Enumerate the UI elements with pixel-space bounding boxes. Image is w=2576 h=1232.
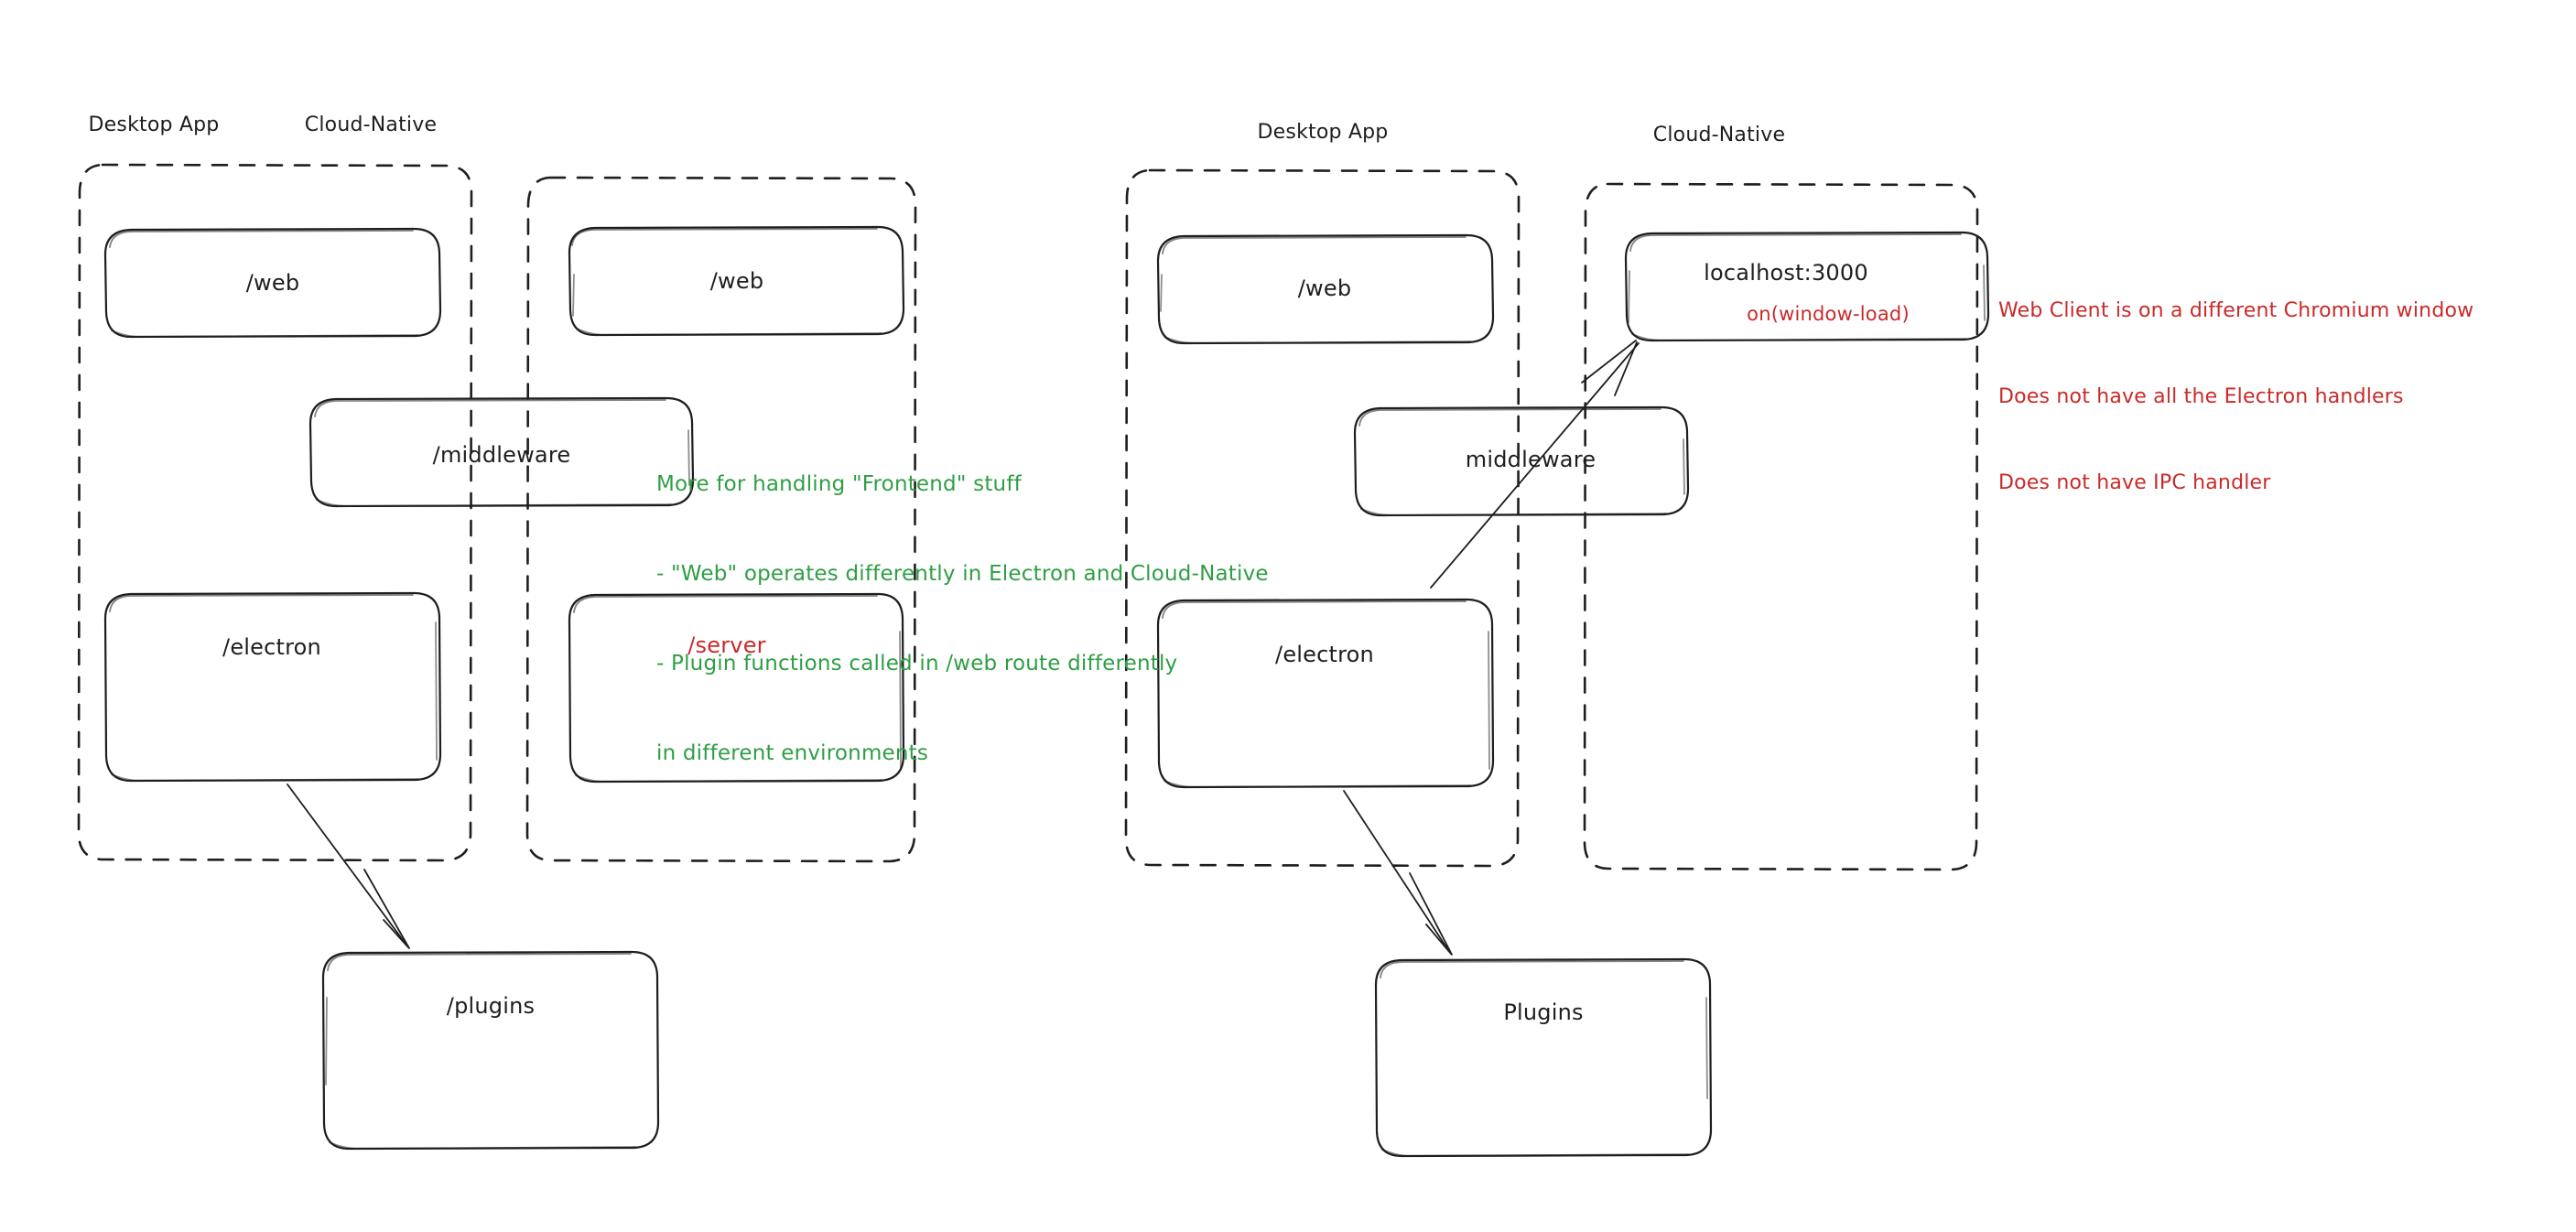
box-right-middleware xyxy=(1353,405,1690,517)
annotation-red-line-2: Does not have all the Electron handlers xyxy=(1998,385,2404,409)
box-label-left-desktop-web: /web xyxy=(245,270,300,296)
box-left-middleware xyxy=(308,396,695,508)
box-right-electron xyxy=(1156,598,1495,789)
box-sublabel-right-localhost-onwindowload: on(window-load) xyxy=(1747,303,1910,325)
group-title-right-desktop-app: Desktop App xyxy=(1257,121,1389,144)
box-label-right-plugins: Plugins xyxy=(1503,1000,1584,1025)
box-left-electron xyxy=(103,591,442,783)
annotation-green-line-3: - Plugin functions called in /web route … xyxy=(656,652,1178,676)
box-label-right-desktop-web: /web xyxy=(1297,276,1352,301)
box-left-cloud-web xyxy=(568,225,905,337)
group-title-right-cloud-native: Cloud-Native xyxy=(1652,124,1786,146)
box-left-plugins xyxy=(321,950,660,1151)
annotation-red-line-1: Web Client is on a different Chromium wi… xyxy=(1998,299,2474,323)
annotation-green-line-2: - "Web" operates differently in Electron… xyxy=(656,562,1269,587)
box-label-left-electron: /electron xyxy=(222,634,321,660)
box-right-desktop-web xyxy=(1156,233,1495,345)
box-label-right-localhost: localhost:3000 xyxy=(1704,260,1868,286)
arrow-left-electron-to-plugins xyxy=(287,784,410,949)
arrow-right-electron-to-plugins xyxy=(1343,790,1453,956)
box-label-left-plugins: /plugins xyxy=(446,993,536,1019)
box-label-right-electron: /electron xyxy=(1275,642,1374,667)
group-left-desktop-app xyxy=(77,163,473,862)
box-label-left-cloud-web: /web xyxy=(709,268,764,294)
arrow-right-electron-to-localhost xyxy=(1430,340,1640,589)
group-left-cloud-native xyxy=(525,176,917,863)
annotation-green-line-4: in different environments xyxy=(656,741,929,766)
box-right-localhost xyxy=(1624,231,1990,342)
group-title-left-desktop-app: Desktop App xyxy=(88,113,220,136)
box-left-server xyxy=(568,592,905,784)
group-right-desktop-app xyxy=(1124,168,1521,868)
annotation-green-note: More for handling "Frontend" stuff - "We… xyxy=(656,410,1269,828)
annotation-green-line-1: More for handling "Frontend" stuff xyxy=(656,472,1022,497)
annotation-red-line-3: Does not have IPC handler xyxy=(1998,470,2271,494)
box-label-left-middleware: /middleware xyxy=(432,442,571,468)
group-title-left-cloud-native: Cloud-Native xyxy=(304,113,438,136)
box-right-plugins xyxy=(1374,957,1713,1158)
annotation-red-note: Web Client is on a different Chromium wi… xyxy=(1998,240,2473,555)
group-right-cloud-native xyxy=(1583,182,1979,871)
box-label-left-server: /server xyxy=(687,632,766,658)
box-left-desktop-web xyxy=(103,227,442,339)
box-label-right-middleware: middleware xyxy=(1465,447,1596,472)
